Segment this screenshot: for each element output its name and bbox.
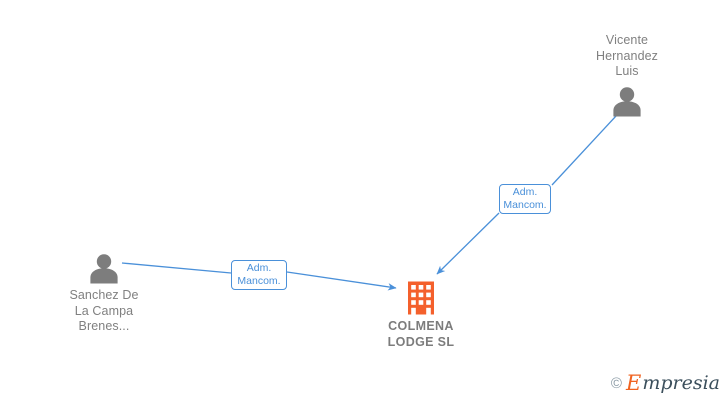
edge-segment-label-to-colmena xyxy=(436,212,500,275)
node-person-vicente-hernandez-luis[interactable]: Vicente Hernandez Luis xyxy=(567,30,687,118)
brand-name: mpresia xyxy=(642,372,720,394)
edge-label-vicente-colmena[interactable]: Adm. Mancom. xyxy=(499,184,551,214)
edge-label-sanchez-colmena[interactable]: Adm. Mancom. xyxy=(231,260,287,290)
edge-segment-sanchez-to-label xyxy=(121,262,232,274)
person-icon xyxy=(90,254,118,284)
node-company-colmena-lodge-sl[interactable]: COLMENA LODGE SL xyxy=(361,281,481,350)
brand-initial: E xyxy=(625,371,642,395)
empresia-watermark: © E mpresia xyxy=(611,373,720,394)
node-label-sanchez-de-la-campa-brenes: Sanchez De La Campa Brenes... xyxy=(69,288,139,333)
node-label-vicente-hernandez-luis: Vicente Hernandez Luis xyxy=(595,33,659,78)
node-person-sanchez-de-la-campa-brenes[interactable]: Sanchez De La Campa Brenes... xyxy=(44,251,164,335)
edge-segment-vicente-to-label xyxy=(551,115,617,186)
person-icon xyxy=(613,86,641,116)
copyright-symbol: © xyxy=(610,375,622,392)
edge-segment-label-to-colmena-2 xyxy=(286,271,397,291)
node-label-colmena-lodge-sl: COLMENA LODGE SL xyxy=(387,319,455,349)
company-building-icon xyxy=(408,281,434,315)
